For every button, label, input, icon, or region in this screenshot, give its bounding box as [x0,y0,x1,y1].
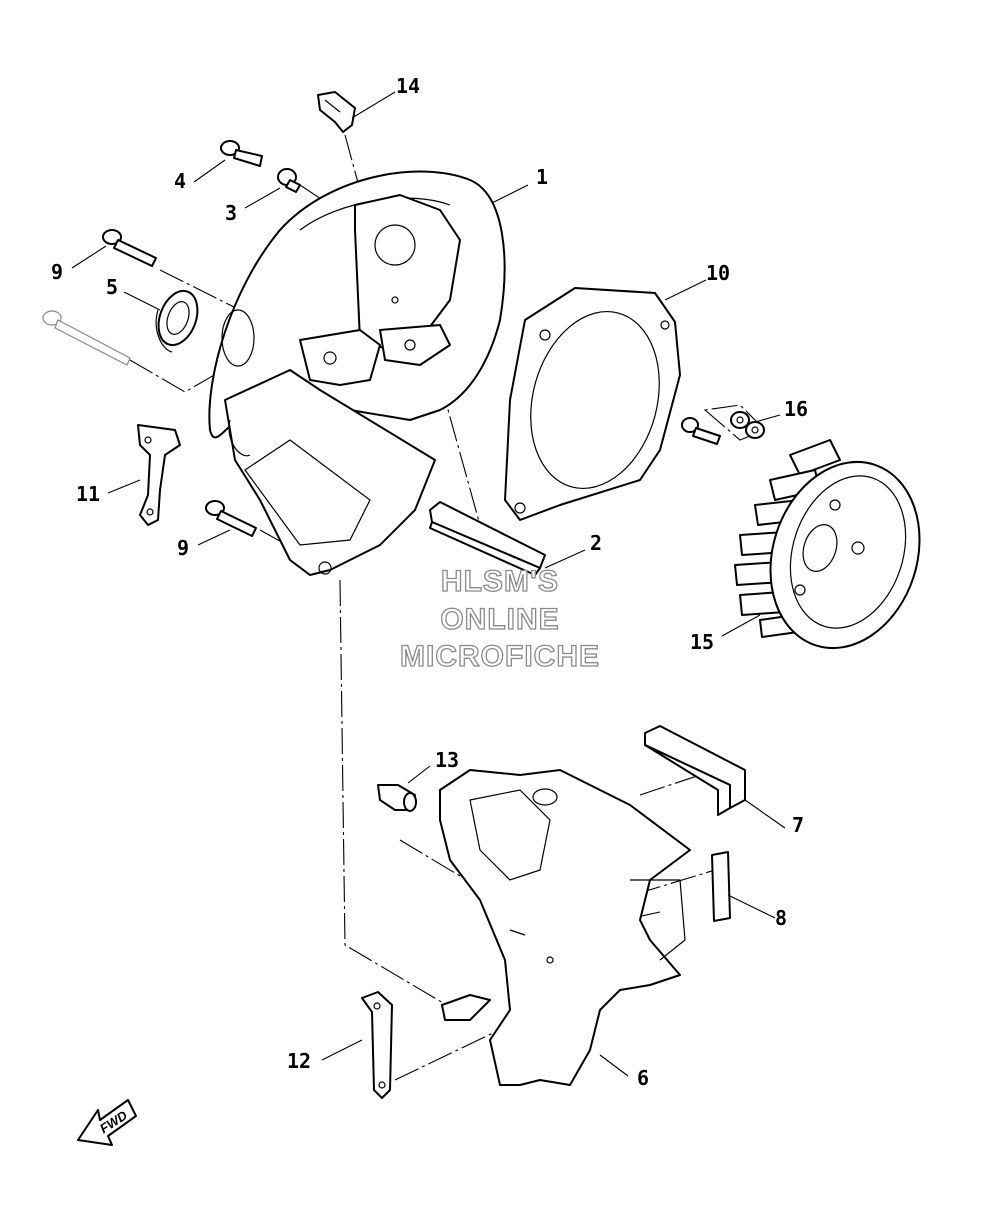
callout-4: 4 [174,169,186,193]
seal-part-2 [429,501,546,576]
callout-9-lower: 9 [177,536,189,560]
bolt-part-9-lower [205,500,257,537]
bracket-part-11 [137,424,181,526]
bolt-part-9-upper [102,229,157,267]
callout-15: 15 [690,630,714,654]
screw-part-3 [277,168,301,193]
watermark-line-2: ONLINE [440,603,559,636]
bolt-part-4 [220,140,263,167]
callout-1: 1 [536,165,548,189]
callout-12: 12 [287,1049,311,1073]
strip-part-12 [361,991,393,1099]
block-part-8 [711,851,731,922]
clip-part-14 [317,91,356,133]
callout-3: 3 [225,201,237,225]
callout-2: 2 [590,531,602,555]
callout-10: 10 [706,261,730,285]
block-part-7 [644,725,746,816]
callout-5: 5 [106,275,118,299]
flywheel-part-15 [734,439,921,650]
forward-arrow-icon: FWD [77,1099,137,1146]
bolt-washer-part-16 [681,411,765,445]
callout-6: 6 [637,1066,649,1090]
callout-16: 16 [784,397,808,421]
callout-8: 8 [775,906,787,930]
watermark-line-3: MICROFICHE [400,640,600,673]
grommet-part-5 [155,289,199,353]
callout-9-upper: 9 [51,260,63,284]
callout-11: 11 [76,482,100,506]
leader-lines [71,91,786,1077]
watermark-line-1: HLSM'S [441,565,559,598]
pin-part-13 [377,784,417,812]
callout-labels: 14 1 4 3 9 5 10 16 11 9 2 15 13 7 8 12 6 [51,74,808,1090]
callout-13: 13 [435,748,459,772]
long-bolt-ghost [42,310,131,366]
flywheel-cover-part-1 [208,170,506,576]
watermark: HLSM'S ONLINE MICROFICHE [399,564,600,673]
callout-14: 14 [396,74,420,98]
callout-7: 7 [792,813,804,837]
plate-part-10 [504,287,681,521]
shroud-part-6 [439,769,691,1086]
